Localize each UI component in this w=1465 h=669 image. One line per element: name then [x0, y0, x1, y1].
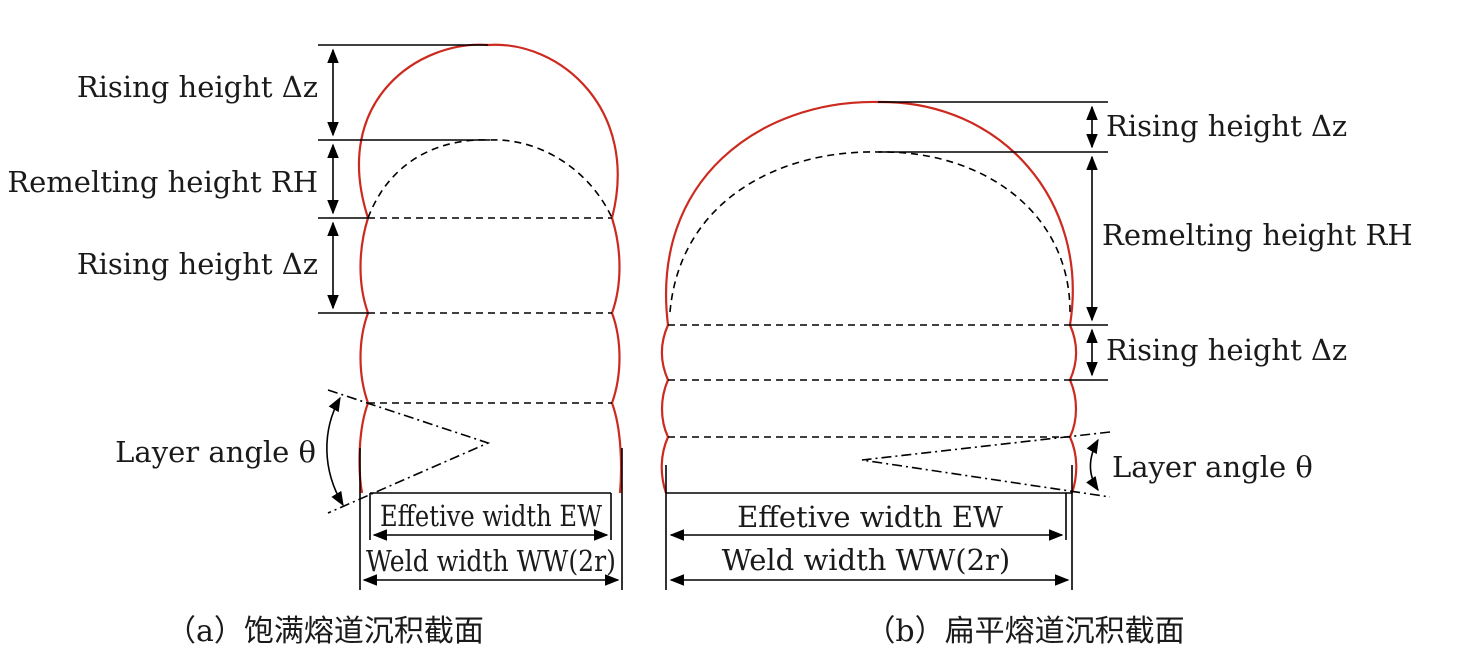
label-rising-height-a-top: Rising height Δz — [77, 70, 318, 104]
bead-outline-b-left — [660, 324, 670, 494]
bead-outline-b — [665, 100, 1078, 494]
bead-outline-a — [357, 43, 623, 494]
layer-angle-lines-a — [327, 389, 491, 514]
caption-a: （a）饱满熔道沉积截面 — [166, 614, 484, 649]
label-rising-height-b-mid: Rising height Δz — [1106, 333, 1347, 367]
caption-b: （b）扁平熔道沉积截面 — [865, 614, 1184, 649]
label-layer-angle-a: Layer angle θ — [115, 435, 316, 469]
label-layer-angle-b: Layer angle θ — [1112, 450, 1313, 484]
label-effective-width-a: Effetive width EW — [380, 499, 602, 533]
label-remelting-height-b: Remelting height RH — [1102, 218, 1413, 252]
label-weld-width-a: Weld width WW(2r) — [366, 544, 616, 578]
label-weld-width-b: Weld width WW(2r) — [722, 543, 1010, 577]
layer-angle-arc-b — [1086, 438, 1099, 492]
layer-angle-arc-a — [326, 396, 344, 507]
panel-a: Rising height Δz Remelting height RH Ris… — [7, 43, 623, 649]
remelting-arc-a — [367, 139, 613, 219]
label-rising-height-b-top: Rising height Δz — [1106, 109, 1347, 143]
label-remelting-height-a: Remelting height RH — [7, 165, 318, 199]
remelting-arc-b — [669, 151, 1071, 313]
layer-angle-lines-b — [861, 431, 1111, 498]
label-effective-width-b: Effetive width EW — [737, 500, 1003, 534]
panel-b: Rising height Δz Remelting height RH Ris… — [660, 100, 1413, 649]
label-rising-height-a-mid: Rising height Δz — [77, 247, 318, 281]
